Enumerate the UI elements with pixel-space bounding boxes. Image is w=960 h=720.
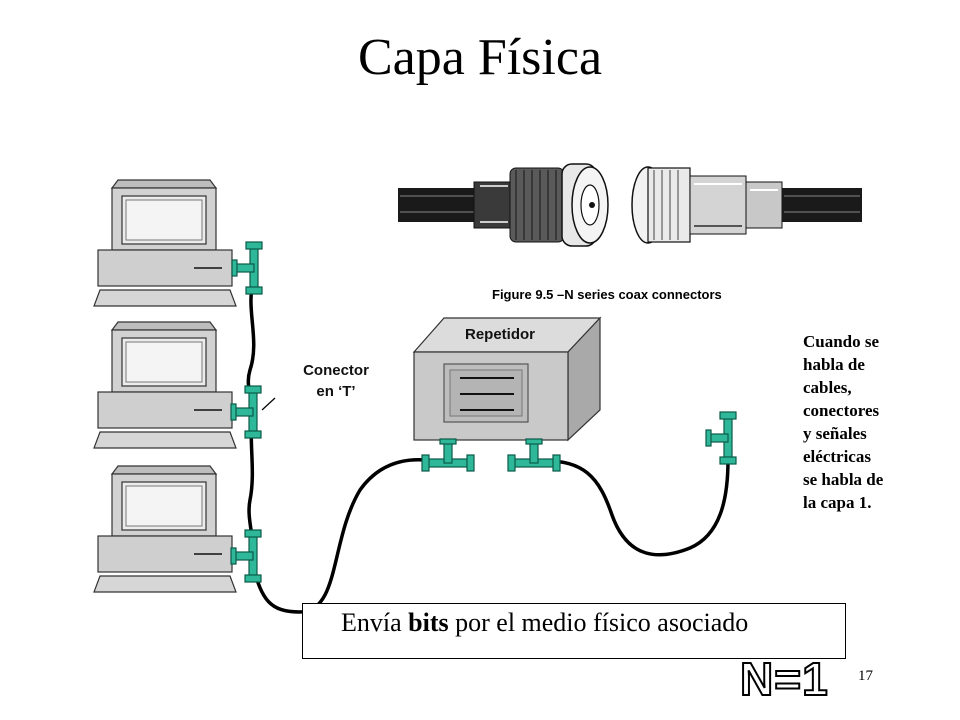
coax-connectors-illustration — [398, 163, 862, 247]
connector-arrow — [261, 397, 276, 411]
connector-label: Conector en ‘T’ — [284, 360, 388, 402]
side-line: cables, — [803, 378, 852, 397]
coax-cable — [246, 282, 441, 614]
t-connector-2 — [230, 385, 262, 439]
computer-2 — [93, 321, 237, 449]
coax-cable-2 — [529, 459, 730, 557]
computer-3 — [93, 465, 237, 593]
page-number: 17 — [858, 668, 873, 684]
side-line: conectores — [803, 401, 880, 420]
t-connector-3 — [230, 529, 262, 583]
summary-box: Envía bits por el medio físico asociado — [302, 603, 846, 659]
side-line: la capa 1. — [803, 493, 872, 512]
side-description: Cuando se habla de cables, conectores y … — [803, 330, 943, 514]
side-line: y señales — [803, 424, 867, 443]
figure-caption: Figure 9.5 –N series coax connectors — [492, 287, 722, 302]
t-connector-repeater-2 — [507, 438, 561, 472]
layer-label: N=1 — [739, 652, 829, 706]
side-line: Cuando se — [803, 332, 880, 351]
t-connector-1 — [231, 241, 263, 295]
connector-label-line2: en ‘T’ — [316, 383, 356, 400]
computer-1 — [93, 179, 237, 307]
t-connector-repeater-1 — [421, 438, 475, 472]
slide-title: Capa Física — [357, 29, 603, 86]
repeater-label: Repetidor — [464, 326, 535, 343]
side-line: eléctricas — [803, 447, 871, 466]
summary-post: por el medio físico asociado — [448, 608, 749, 637]
repeater — [412, 316, 602, 442]
t-connector-end — [705, 411, 737, 465]
side-line: habla de — [803, 355, 865, 374]
summary-bold: bits — [408, 608, 449, 637]
summary-pre: Envía — [341, 608, 409, 637]
connector-label-line1: Conector — [303, 362, 369, 379]
side-line: se habla de — [803, 470, 884, 489]
